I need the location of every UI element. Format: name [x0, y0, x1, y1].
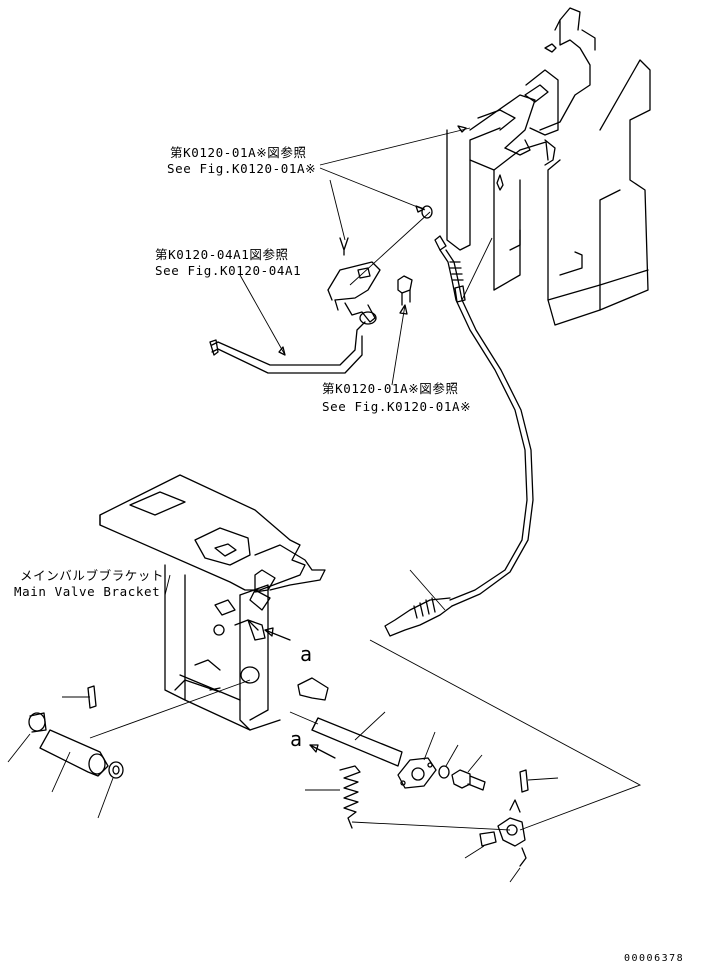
- ball-joint: [349, 205, 433, 286]
- ref-bottom-jp: 第K0120-01A※図参照: [322, 381, 459, 396]
- bottom-rod: [289, 711, 403, 767]
- pin-part: [397, 275, 413, 306]
- marker-a-upper: a: [300, 642, 313, 666]
- ref-mid-jp: 第K0120-04A1図参照: [155, 247, 289, 262]
- lever-assembly: [209, 261, 381, 374]
- bolt-part: [451, 754, 486, 791]
- ref-top-jp: 第K0120-01A※図参照: [170, 145, 307, 160]
- lever-clevis: [464, 769, 559, 883]
- ref-bottom-en: See Fig.K0120-01A※: [322, 399, 472, 414]
- ref-bottom-leader: [391, 304, 406, 386]
- view-arrow-upper: [264, 627, 329, 701]
- cable-leader: [461, 237, 493, 301]
- ref-bottom-arrowhead: [399, 304, 408, 315]
- control-stand-assembly: [446, 7, 651, 326]
- left-small-parts: [7, 679, 251, 819]
- ref-top-leaders: [319, 125, 471, 241]
- washer-part: [438, 744, 459, 779]
- bracket-leader: [164, 574, 171, 596]
- bracket-label-en: Main Valve Bracket: [14, 584, 161, 599]
- ref-top-en: See Fig.K0120-01A※: [167, 161, 317, 176]
- ref-mid-en: See Fig.K0120-04A1: [155, 263, 302, 278]
- drawing-number: 00006378: [624, 953, 685, 964]
- spring-part: [305, 765, 511, 831]
- cable-leader-lower: [409, 569, 446, 611]
- flange-part: [397, 731, 437, 789]
- clip-part: [339, 237, 349, 256]
- marker-a-lower: a: [290, 727, 303, 751]
- bracket-label-jp: メインバルブブラケット: [20, 568, 165, 583]
- ref-mid-leader: [239, 274, 286, 356]
- control-cable: [384, 235, 534, 637]
- main-valve-bracket: [99, 474, 326, 731]
- cable-link-line: [369, 639, 642, 831]
- view-arrow-lower: [309, 744, 336, 759]
- ref-mid-arrowhead: [278, 346, 286, 356]
